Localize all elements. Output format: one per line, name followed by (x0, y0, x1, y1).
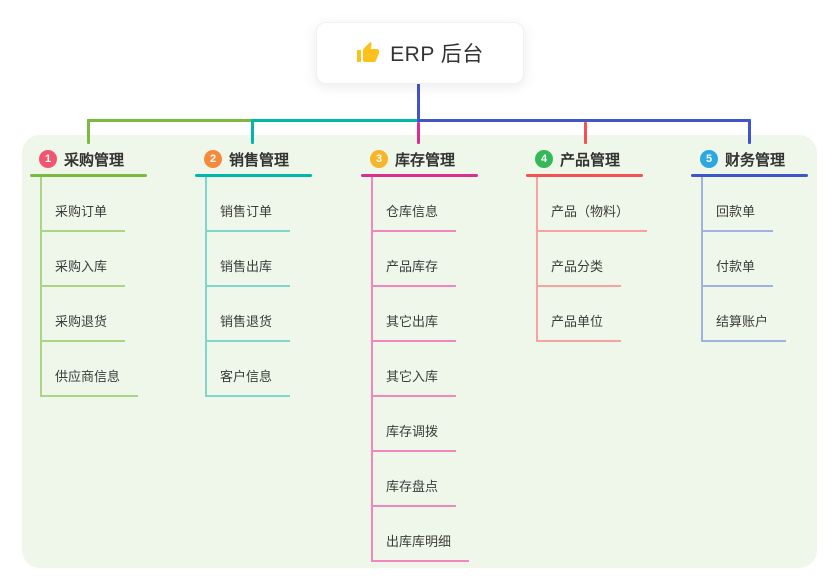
leaf-node[interactable]: 库存盘点 (371, 476, 457, 507)
branch-label: 采购管理 (64, 151, 125, 169)
branch: 1 采购管理 采购订单 采购入库 采购退货 供应商信息 (30, 144, 190, 397)
connector-segment (748, 119, 751, 144)
branch-connector-line (40, 177, 42, 395)
leaf-node[interactable]: 产品单位 (536, 311, 622, 342)
leaf-row: 产品库存 (371, 232, 521, 287)
leaf-node[interactable]: 供应商信息 (40, 366, 139, 397)
leaf-node[interactable]: 产品分类 (536, 256, 622, 287)
root-title: ERP 后台 (390, 43, 484, 66)
branches-panel (22, 135, 817, 568)
branch: 5 财务管理 回款单 付款单 结算账户 (691, 144, 839, 342)
leaf-row: 出库库明细 (371, 507, 521, 562)
leaf-row: 产品单位 (536, 287, 686, 342)
leaf-row: 付款单 (701, 232, 839, 287)
branch-items: 仓库信息 产品库存 其它出库 其它入库 库存调拨 库存盘点 出库库明细 (361, 177, 521, 562)
branch-connector-line (205, 177, 207, 395)
leaf-row: 结算账户 (701, 287, 839, 342)
connector-segment (87, 119, 90, 144)
branch-number-badge: 4 (535, 150, 553, 168)
branch-connector-line (701, 177, 703, 340)
leaf-node[interactable]: 出库库明细 (371, 531, 470, 562)
leaf-node[interactable]: 产品（物料） (536, 201, 648, 232)
leaf-node[interactable]: 销售订单 (205, 201, 291, 232)
leaf-node[interactable]: 其它出库 (371, 311, 457, 342)
branch-node[interactable]: 5 财务管理 (691, 144, 839, 174)
branch-underline (30, 174, 147, 177)
branch-underline (361, 174, 478, 177)
leaf-node[interactable]: 采购退货 (40, 311, 126, 342)
leaf-row: 产品分类 (536, 232, 686, 287)
branch-items: 回款单 付款单 结算账户 (691, 177, 839, 342)
branch-connector-line (371, 177, 373, 560)
branch: 4 产品管理 产品（物料） 产品分类 产品单位 (526, 144, 686, 342)
root-node[interactable]: ERP 后台 (316, 22, 524, 84)
branch-underline (526, 174, 643, 177)
branch-underline (195, 174, 312, 177)
branch-node[interactable]: 3 库存管理 (361, 144, 521, 174)
leaf-node[interactable]: 其它入库 (371, 366, 457, 397)
branch-number-badge: 5 (700, 150, 718, 168)
branch-label: 库存管理 (395, 151, 456, 169)
leaf-node[interactable]: 销售出库 (205, 256, 291, 287)
leaf-row: 销售出库 (205, 232, 355, 287)
leaf-row: 库存盘点 (371, 452, 521, 507)
branch: 2 销售管理 销售订单 销售出库 销售退货 客户信息 (195, 144, 355, 397)
connector-segment (251, 119, 254, 144)
branch-node[interactable]: 4 产品管理 (526, 144, 686, 174)
leaf-node[interactable]: 销售退货 (205, 311, 291, 342)
leaf-node[interactable]: 付款单 (701, 256, 774, 287)
connector-segment (87, 119, 254, 122)
branch-label: 产品管理 (560, 151, 621, 169)
leaf-row: 产品（物料） (536, 177, 686, 232)
leaf-row: 客户信息 (205, 342, 355, 397)
leaf-row: 采购订单 (40, 177, 190, 232)
branch-items: 产品（物料） 产品分类 产品单位 (526, 177, 686, 342)
leaf-row: 回款单 (701, 177, 839, 232)
connector-segment (584, 122, 587, 144)
branch-number-badge: 2 (204, 150, 222, 168)
leaf-row: 仓库信息 (371, 177, 521, 232)
connector-segment (417, 82, 420, 122)
leaf-node[interactable]: 仓库信息 (371, 201, 457, 232)
connector-segment (417, 122, 420, 144)
branch-items: 采购订单 采购入库 采购退货 供应商信息 (30, 177, 190, 397)
leaf-node[interactable]: 产品库存 (371, 256, 457, 287)
leaf-row: 其它出库 (371, 287, 521, 342)
connector-segment (417, 119, 751, 122)
connector-segment (251, 119, 419, 122)
branch-underline (691, 174, 808, 177)
branch-items: 销售订单 销售出库 销售退货 客户信息 (195, 177, 355, 397)
thumbs-up-icon (356, 41, 380, 65)
leaf-node[interactable]: 采购订单 (40, 201, 126, 232)
leaf-node[interactable]: 库存调拨 (371, 421, 457, 452)
leaf-row: 库存调拨 (371, 397, 521, 452)
leaf-node[interactable]: 回款单 (701, 201, 774, 232)
leaf-row: 供应商信息 (40, 342, 190, 397)
branch-label: 财务管理 (725, 151, 786, 169)
leaf-node[interactable]: 采购入库 (40, 256, 126, 287)
leaf-row: 采购入库 (40, 232, 190, 287)
branch-number-badge: 1 (39, 150, 57, 168)
leaf-row: 采购退货 (40, 287, 190, 342)
branch-label: 销售管理 (229, 151, 290, 169)
leaf-node[interactable]: 客户信息 (205, 366, 291, 397)
leaf-row: 其它入库 (371, 342, 521, 397)
leaf-node[interactable]: 结算账户 (701, 311, 787, 342)
branch-node[interactable]: 1 采购管理 (30, 144, 190, 174)
branch-number-badge: 3 (370, 150, 388, 168)
leaf-row: 销售订单 (205, 177, 355, 232)
branch: 3 库存管理 仓库信息 产品库存 其它出库 其它入库 库存调拨 库存盘点 出库库… (361, 144, 521, 562)
leaf-row: 销售退货 (205, 287, 355, 342)
branch-connector-line (536, 177, 538, 340)
branch-node[interactable]: 2 销售管理 (195, 144, 355, 174)
